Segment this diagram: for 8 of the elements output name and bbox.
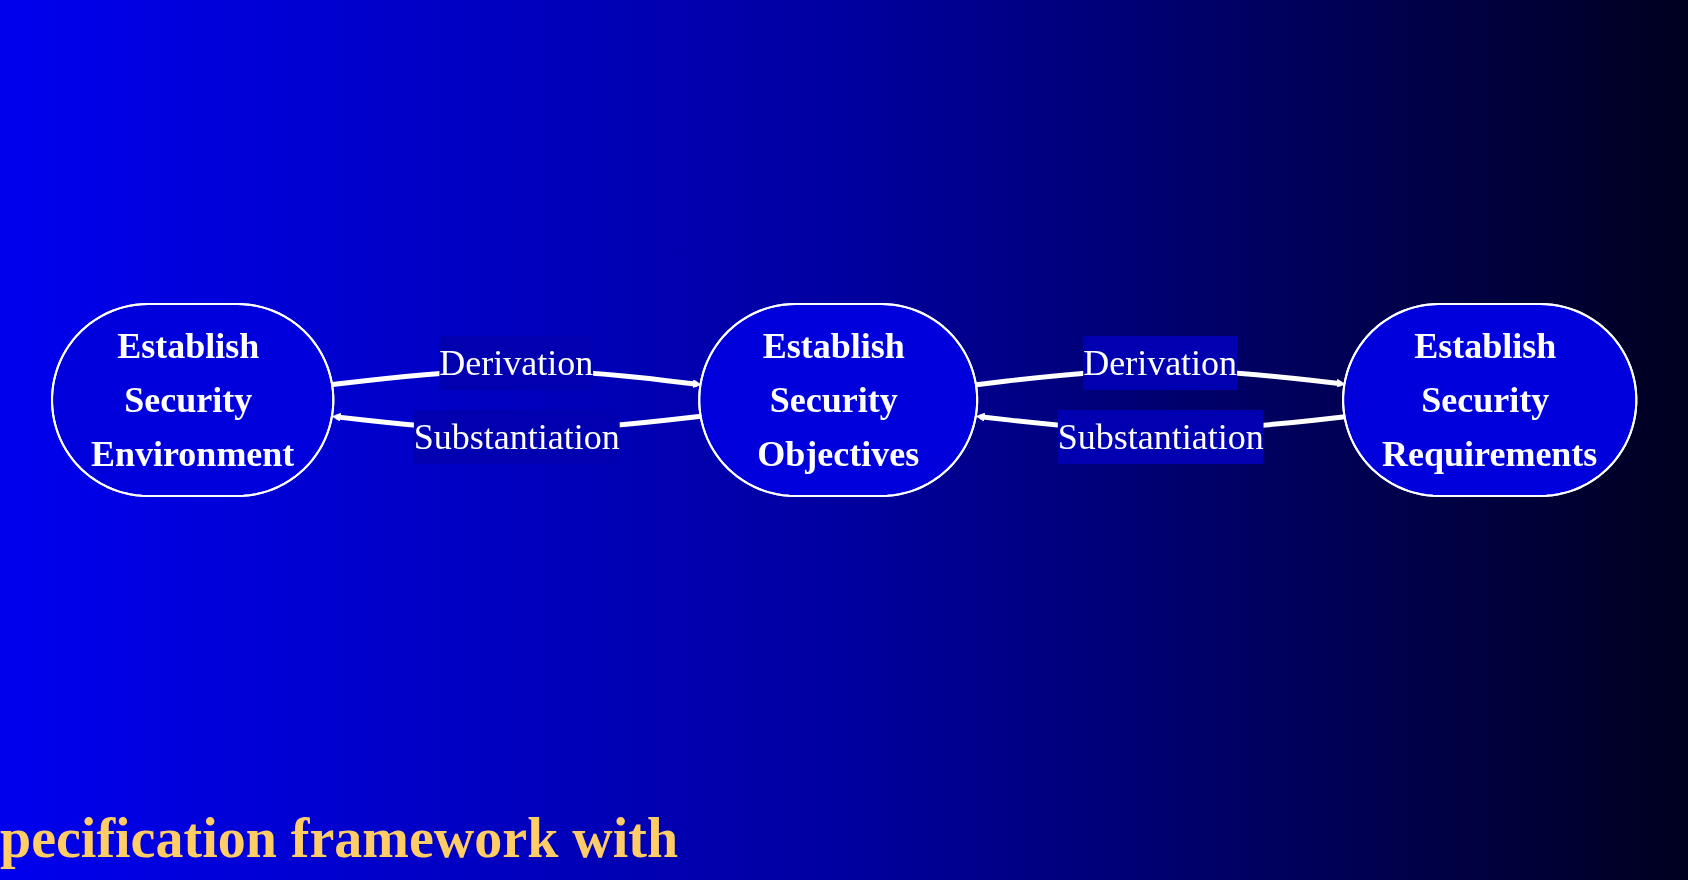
slide-title-text: pecification framework with [0, 806, 679, 870]
edge-label: Substantiation [413, 409, 620, 464]
edge-label: Derivation [1083, 336, 1237, 390]
process-node: Establish Security Environment [50, 303, 335, 497]
edge-label: Substantiation [1057, 409, 1264, 464]
process-node: Establish Security Requirements [1341, 303, 1638, 497]
edge-label: Derivation [439, 336, 594, 390]
process-node: Establish Security Objectives [698, 303, 978, 497]
